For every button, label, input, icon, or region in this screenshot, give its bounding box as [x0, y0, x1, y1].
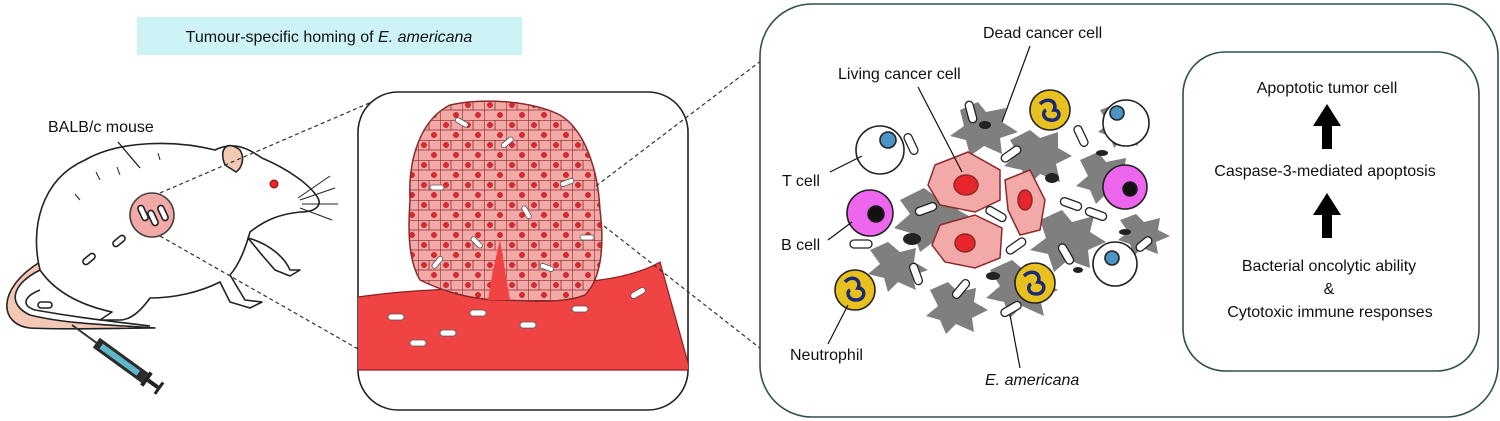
mouse-label-leader: [117, 141, 141, 169]
label-e-americana: E. americana: [985, 372, 1079, 389]
label-t-cell: T cell: [782, 173, 820, 190]
label-dead-cancer-cell: Dead cancer cell: [983, 25, 1102, 42]
neutrophils: [834, 89, 1071, 311]
bacteria-rods: [849, 100, 1153, 318]
vessel-branch: [488, 240, 510, 300]
zoom-line-lower: [603, 225, 771, 357]
zoom-line-bottom: [159, 235, 396, 371]
arrow-up-icon-1: [1313, 104, 1341, 149]
arrow-up-icon-2: [1313, 193, 1341, 238]
b-cells: [846, 164, 1148, 237]
leader-living-cell: [917, 86, 963, 173]
label-b-cell: B cell: [781, 237, 820, 254]
leader-dead-cell: [1001, 45, 1031, 123]
tumor-bacteria: [429, 117, 595, 272]
syringe-icon: [71, 324, 165, 395]
mouse-illustration: [6, 142, 338, 330]
mechanism-bottom-3: Cytotoxic immune responses: [1227, 304, 1432, 321]
label-neutrophil: Neutrophil: [790, 347, 863, 364]
mechanism-bottom-2: &: [1324, 281, 1335, 298]
zoom-line-upper: [595, 53, 771, 187]
mechanism-middle: Caspase-3-mediated apoptosis: [1214, 163, 1435, 180]
leader-bacteria: [1009, 314, 1021, 369]
mechanism-bottom-1: Bacterial oncolytic ability: [1242, 258, 1416, 275]
t-cells: [855, 99, 1150, 287]
dead-cell-nuclei: [903, 121, 1131, 280]
title-text: Tumour-specific homing of E. americana: [186, 29, 473, 46]
tumor-mass: [408, 100, 603, 302]
label-living-cancer-cell: Living cancer cell: [838, 66, 961, 83]
mechanism-box: Apoptotic tumor cell Caspase-3-mediated …: [1182, 51, 1480, 372]
mechanism-top: Apoptotic tumor cell: [1257, 80, 1398, 97]
title-banner: Tumour-specific homing of E. americana: [137, 17, 522, 55]
mouse-label: BALB/c mouse: [48, 119, 154, 136]
leader-neutrophil: [827, 304, 849, 345]
vessel-bacteria: [387, 287, 646, 347]
tumor-zoom-panel: [357, 91, 689, 411]
leader-b-cell: [827, 221, 853, 241]
leader-t-cell: [829, 155, 863, 173]
living-cancer-cells: [927, 151, 1046, 269]
zoom-line-top: [159, 91, 396, 194]
